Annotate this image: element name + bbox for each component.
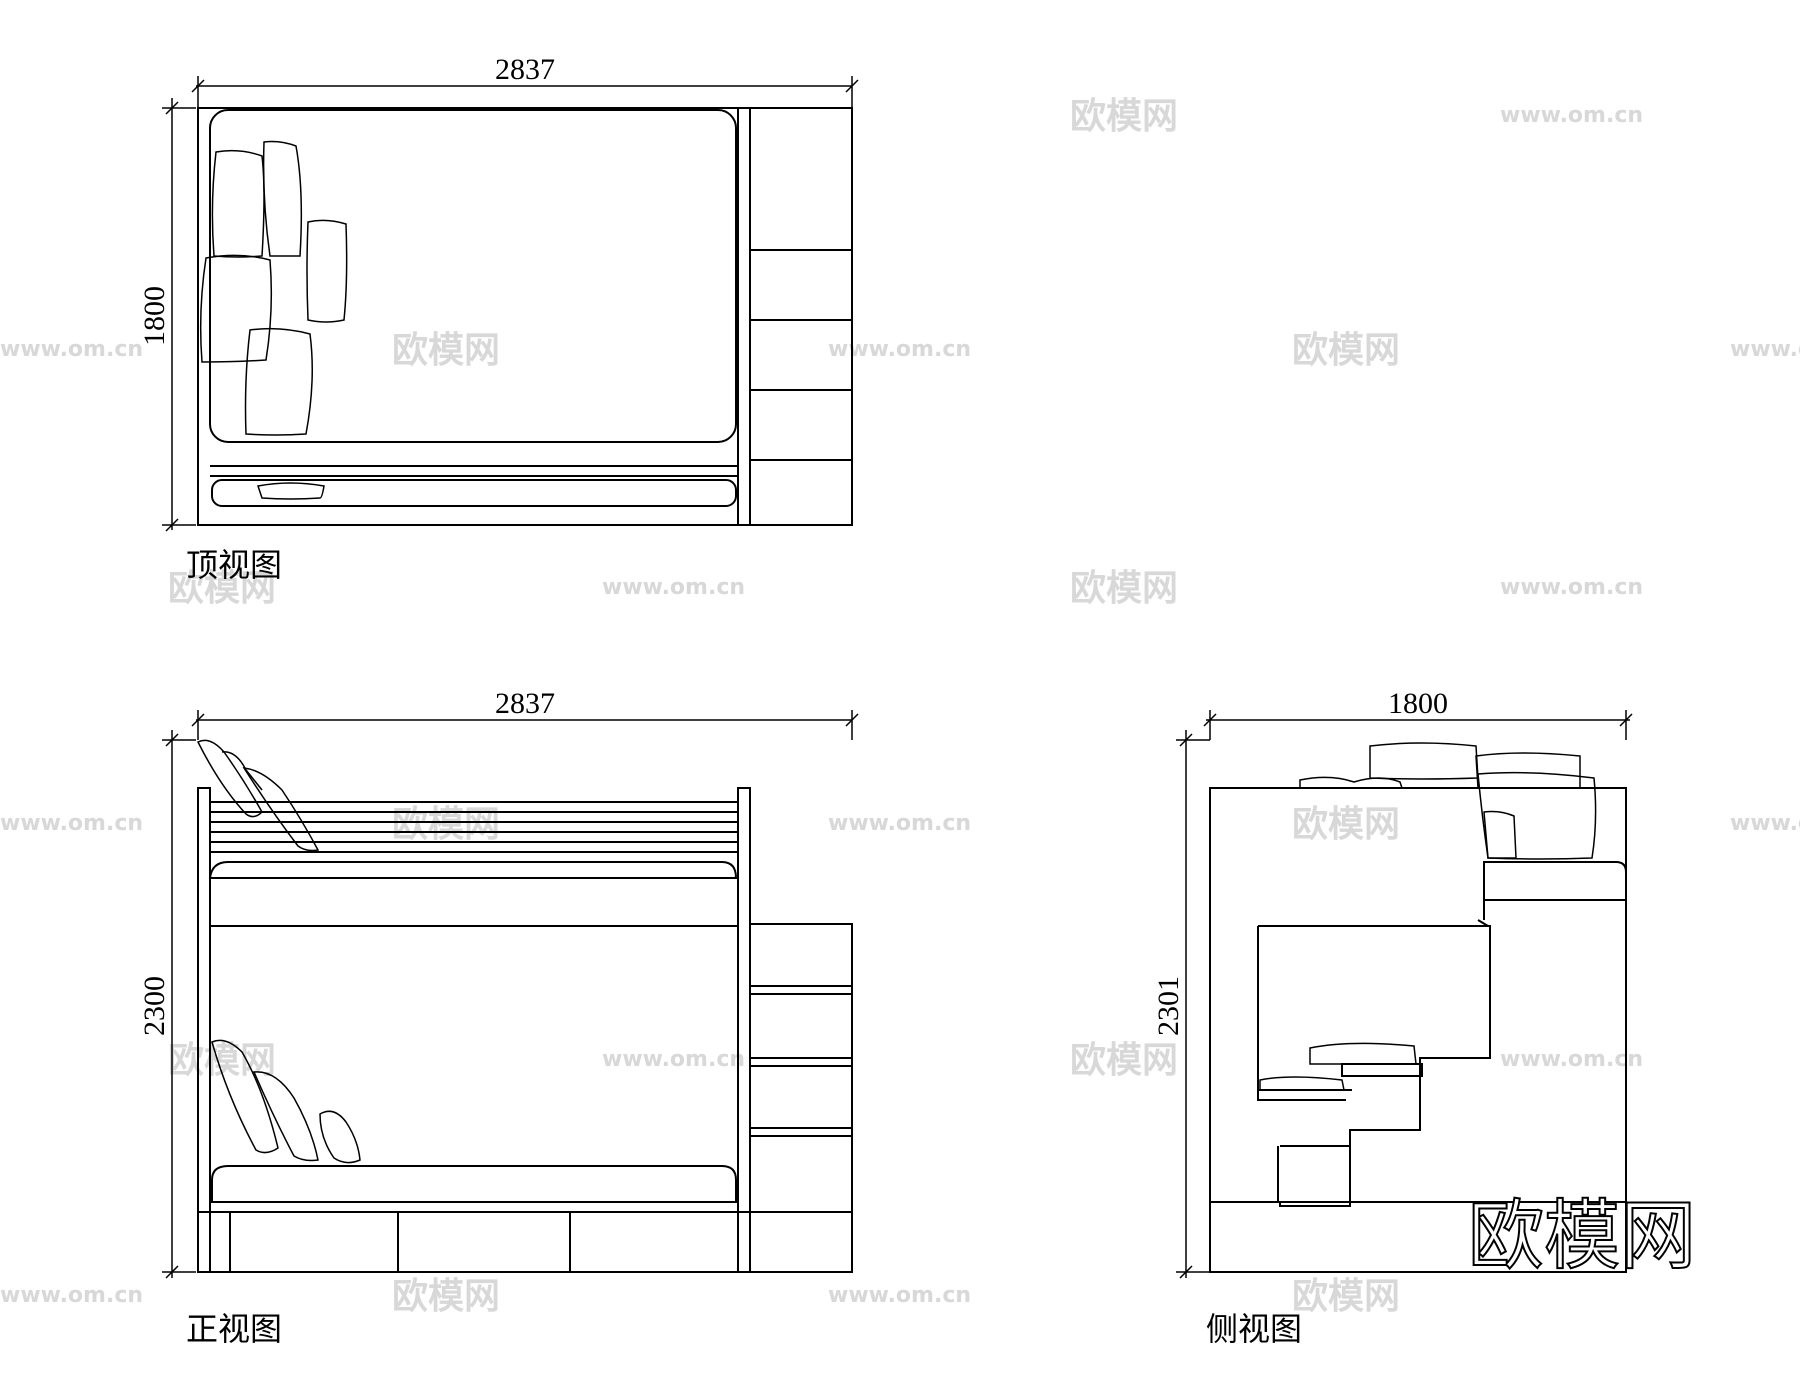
stair-block	[749, 923, 853, 1273]
side-step-cushion	[1341, 1063, 1423, 1077]
watermark-text: 欧模网	[392, 804, 500, 845]
front-height-dimension: 2300	[138, 730, 196, 1279]
watermark-url: www.om.cn	[828, 1283, 971, 1308]
watermark-url: www.om.cn	[1500, 575, 1643, 600]
side-view-caption: 侧视图	[1206, 1310, 1302, 1348]
side-lower-pillows	[1259, 1042, 1417, 1091]
upper-pillows	[196, 739, 320, 852]
bed-outline	[197, 107, 853, 526]
watermark-text: 欧模网	[168, 568, 276, 609]
top-height-dimension: 1800	[138, 98, 196, 532]
side-upper-mattress	[1483, 861, 1627, 901]
watermark-url: www.om.cn	[1500, 103, 1643, 128]
side-upper-pillows	[1299, 742, 1597, 860]
top-width-label: 2837	[495, 53, 555, 86]
watermark-text: 欧模网	[1292, 1276, 1400, 1317]
watermark-url: www.om.cn	[1500, 1047, 1643, 1072]
guard-rail	[210, 801, 738, 853]
top-view: 2837 1800	[138, 53, 859, 584]
watermark-text: 欧模网	[1070, 568, 1178, 609]
watermark-layer: 欧模网 www.om.cn 欧模网 www.om.cn 欧模网 www.om.c…	[0, 96, 1800, 1317]
side-height-label: 2301	[1152, 976, 1185, 1036]
watermark-text: 欧模网	[392, 1276, 500, 1317]
front-view-caption: 正视图	[186, 1310, 282, 1348]
side-stair-profile	[1257, 925, 1491, 1207]
watermark-text: 欧模网	[392, 330, 500, 371]
side-view: 1800 2301	[1152, 687, 1633, 1348]
front-width-dimension: 2837	[191, 687, 859, 740]
watermark-url: www.om.cn	[602, 1047, 745, 1072]
stair-treads	[750, 249, 852, 461]
mattress	[209, 109, 737, 443]
brand-logo: 欧模网	[1468, 1191, 1696, 1280]
watermark-url: www.om.cn	[1730, 811, 1800, 836]
watermark-url: www.om.cn	[828, 811, 971, 836]
watermark-url: www.om.cn	[0, 811, 143, 836]
watermark-url: www.om.cn	[0, 337, 143, 362]
side-width-label: 1800	[1388, 687, 1448, 720]
right-post	[737, 787, 751, 1273]
side-height-dimension: 2301	[1152, 730, 1210, 1279]
upper-mattress	[208, 861, 738, 879]
front-width-label: 2837	[495, 687, 555, 720]
front-view: 2837 2300	[138, 687, 859, 1348]
top-width-dimension: 2837	[191, 53, 859, 108]
side-width-dimension: 1800	[1203, 687, 1633, 740]
side-frame	[1209, 787, 1627, 1273]
lower-pillows	[211, 1039, 361, 1164]
lower-mattress	[211, 1165, 737, 1203]
watermark-url: www.om.cn	[1730, 337, 1800, 362]
watermark-text: 欧模网	[1292, 330, 1400, 371]
lower-mattress-edge	[211, 479, 737, 507]
watermark-url: www.om.cn	[602, 575, 745, 600]
watermark-text: 欧模网	[1292, 804, 1400, 845]
watermark-url: www.om.cn	[828, 337, 971, 362]
front-height-label: 2300	[138, 976, 171, 1036]
left-post	[197, 787, 211, 1273]
drawers	[198, 1212, 852, 1273]
watermark-text: 欧模网	[1070, 1040, 1178, 1081]
watermark-url: www.om.cn	[0, 1283, 143, 1308]
watermark-text: 欧模网	[1070, 96, 1178, 137]
pillows	[199, 140, 348, 500]
top-view-caption: 顶视图	[186, 546, 282, 584]
top-height-label: 1800	[138, 286, 171, 346]
